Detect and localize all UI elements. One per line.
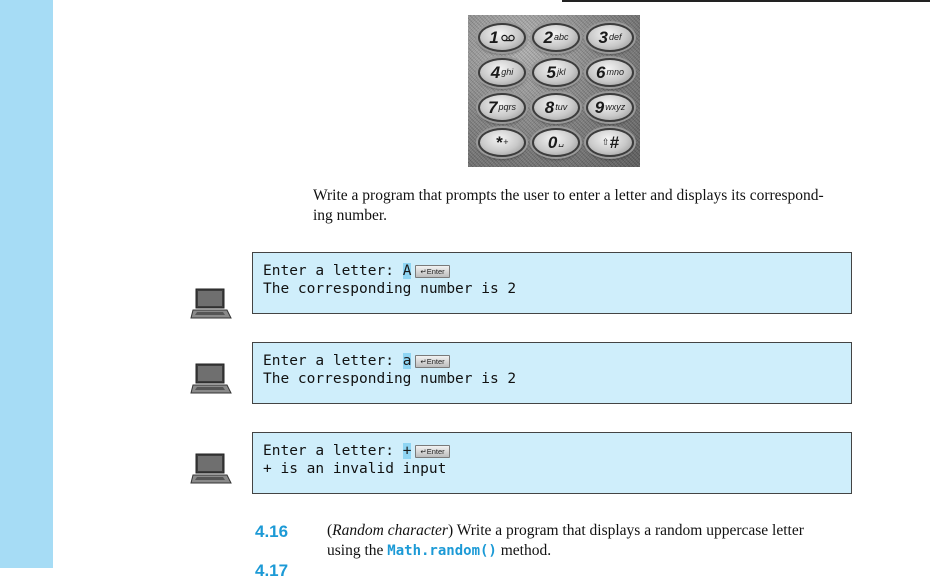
console-prompt: Enter a letter: [263, 353, 403, 369]
sample-run-console: Enter a letter: A↵Enter The correspondin… [252, 252, 852, 314]
prompt-line-1: Write a program that prompts the user to… [313, 187, 824, 204]
key-0: 0␣ [532, 128, 580, 157]
key-1: 1 [478, 23, 526, 52]
console-output-line: The corresponding number is 2 [263, 281, 517, 297]
laptop-icon [190, 363, 232, 394]
exercise-description-cont: using the [327, 542, 388, 559]
exercise-description: Write a program that displays a random u… [453, 522, 804, 539]
user-input: + [402, 443, 412, 459]
sample-run-console: Enter a letter: a↵Enter The correspondin… [252, 342, 852, 404]
exercise-line-2: using the Math.random() method. [327, 541, 867, 561]
user-input: a [402, 353, 412, 369]
code-reference: Math.random() [387, 543, 497, 559]
voicemail-icon [501, 34, 515, 41]
console-input-line: Enter a letter: a↵Enter [263, 352, 851, 370]
enter-key-icon: ↵Enter [415, 265, 450, 278]
enter-key-icon: ↵Enter [415, 445, 450, 458]
top-rule [562, 0, 930, 2]
console-input-line: Enter a letter: A↵Enter [263, 262, 851, 280]
exercise-number: 4.16 [255, 522, 289, 541]
key-hash: ⇧# [586, 128, 634, 157]
laptop-icon [190, 453, 232, 484]
console-output-line: + is an invalid input [263, 461, 447, 477]
exercise-title: Random character [332, 522, 448, 539]
exercise-description-end: method. [496, 542, 552, 559]
key-star: *+ [478, 128, 526, 157]
exercise-prompt-paragraph: Write a program that prompts the user to… [313, 186, 873, 226]
console-output-line: The corresponding number is 2 [263, 371, 517, 387]
console-input-line: Enter a letter: +↵Enter [263, 442, 851, 460]
exercise-text: (Random character) Write a program that … [327, 521, 867, 561]
user-input: A [402, 263, 412, 279]
enter-key-icon: ↵Enter [415, 355, 450, 368]
laptop-icon [190, 288, 232, 319]
next-exercise-number: 4.17 [255, 561, 289, 580]
console-prompt: Enter a letter: [263, 443, 403, 459]
page-margin-bar [0, 0, 53, 568]
console-prompt: Enter a letter: [263, 263, 403, 279]
exercise-line-1: (Random character) Write a program that … [327, 522, 804, 539]
prompt-line-2: ing number. [313, 207, 388, 224]
sample-run-console: Enter a letter: +↵Enter + is an invalid … [252, 432, 852, 494]
